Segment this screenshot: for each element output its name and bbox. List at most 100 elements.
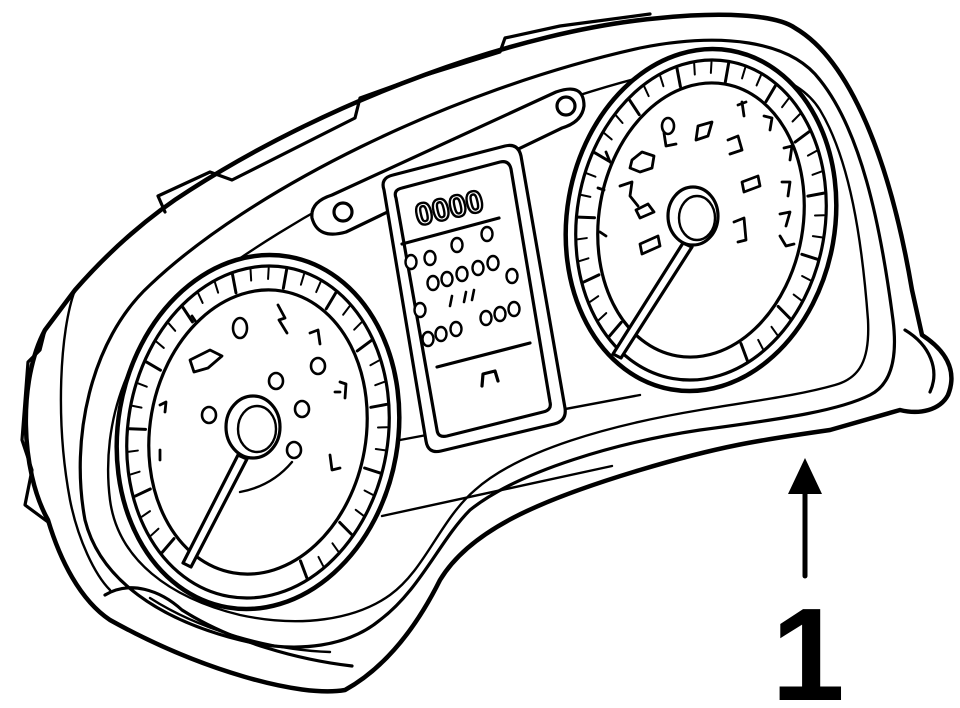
indicator-lamp [493,305,507,323]
gauge-minor-tick [576,237,588,241]
display-divider-top [400,216,501,246]
gauge-numeral-glyph [276,303,289,335]
gauge-major-tick [369,402,389,409]
gauge-minor-tick [643,85,650,98]
gauge-minor-tick [267,266,270,280]
housing-bottom-flange [103,586,354,668]
display-divider-bottom [435,341,532,369]
left-gauge-tick-ring [127,266,389,580]
right-gauge-markings [596,100,796,256]
gauge-minor-tick [597,312,608,321]
gauge-minor-tick [603,132,613,141]
right-gauge-face [596,81,806,359]
gauge-major-tick [133,487,152,498]
indicator-light-right [555,95,577,117]
right-hub-inner [677,194,717,242]
gauge-minor-tick [354,508,365,517]
gauge-minor-tick [580,194,592,198]
gauge-numeral-glyph [267,371,285,391]
center-display: 0000 [381,143,567,454]
gauge-minor-tick [155,340,165,349]
right-gauge-hub [666,185,720,247]
indicator-lamp [486,254,500,272]
gauge-minor-tick [315,281,322,294]
gauge-minor-tick [811,235,823,239]
gauge-numeral-glyph [293,399,311,419]
gauge-numeral-glyph [782,144,794,162]
gauge-minor-tick [813,214,826,217]
indicator-lamp [455,265,469,283]
housing-bottom-flange-inner [148,596,332,654]
gauge-numeral-glyph [190,314,198,324]
gauge-numeral-glyph [285,440,303,460]
gauge-minor-tick [140,510,151,518]
gauge-numeral-glyph [596,186,606,192]
right-gauge-bezel-inner [574,58,828,382]
gauge-major-tick [582,273,601,284]
gauge-minor-tick [129,470,141,476]
gauge-minor-tick [197,292,204,304]
gauge-numeral-glyph [726,134,744,156]
gauge-minor-tick [755,74,762,87]
gauge-minor-tick [331,542,340,553]
left-gauge-bezel-inner [125,264,391,600]
gauge-minor-tick [615,114,624,124]
callout-number: 1 [771,581,844,708]
gauge-major-tick [739,341,749,362]
callout-1: 1 [771,458,845,708]
gauge-minor-tick [363,489,374,496]
gauge-major-tick [675,66,682,89]
gauge-numeral-glyph [308,328,322,346]
gauge-minor-tick [127,449,139,453]
gauge-minor-tick [167,322,177,332]
display-shift-glyph [480,369,500,388]
gauge-minor-tick [214,281,220,294]
callout-arrowhead [788,458,822,494]
gauge-minor-tick [801,275,812,282]
gauge-numeral-glyph [778,210,792,228]
gauge-numeral-glyph [231,316,249,340]
left-gauge-markings [158,303,348,472]
gauge-minor-tick [249,268,253,282]
indicator-lamp [440,270,454,288]
gauge-major-tick [800,252,819,261]
gauge-major-tick [793,130,811,144]
gauge-minor-tick [770,325,779,336]
gauge-minor-tick [317,555,325,567]
gauge-minor-tick [693,62,696,76]
indicator-lamp [449,320,463,338]
gauge-numeral-glyph [628,150,656,174]
indicator-lamp [413,301,427,319]
gauge-major-tick [181,305,194,324]
gauge-numeral-glyph [598,230,608,238]
left-gauge-hub [224,394,282,460]
indicator-lamp [507,300,521,318]
gauge-major-tick [806,191,826,198]
indicator-lamp-bar [462,290,468,304]
gauge-major-tick [355,339,373,353]
indicator-lamp [480,225,494,243]
indicator-lamp [426,274,440,292]
housing-left-flank [59,288,112,592]
gauge-major-tick [160,537,176,554]
center-display-screen [393,160,552,438]
gauge-numeral-glyph [740,174,762,194]
gauge-major-tick [338,520,354,536]
gauge-major-tick [764,84,777,104]
gauge-numeral-glyph [158,400,168,414]
housing-top-ridge [156,12,652,214]
indicator-lamp [450,236,464,254]
gauge-minor-tick [659,75,665,88]
gauge-major-tick [593,151,611,163]
gauge-minor-tick [369,359,380,367]
gauge-minor-tick [586,172,597,178]
gauge-numeral-glyph [328,453,342,472]
gauge-major-tick [127,427,148,431]
gauge-minor-tick [709,60,713,74]
gauge-numeral-glyph [200,405,218,425]
gauge-major-tick [298,559,309,580]
gauge-numeral-glyph [694,120,714,142]
gauge-numeral-glyph [638,234,662,256]
gauge-minor-tick [589,295,600,303]
